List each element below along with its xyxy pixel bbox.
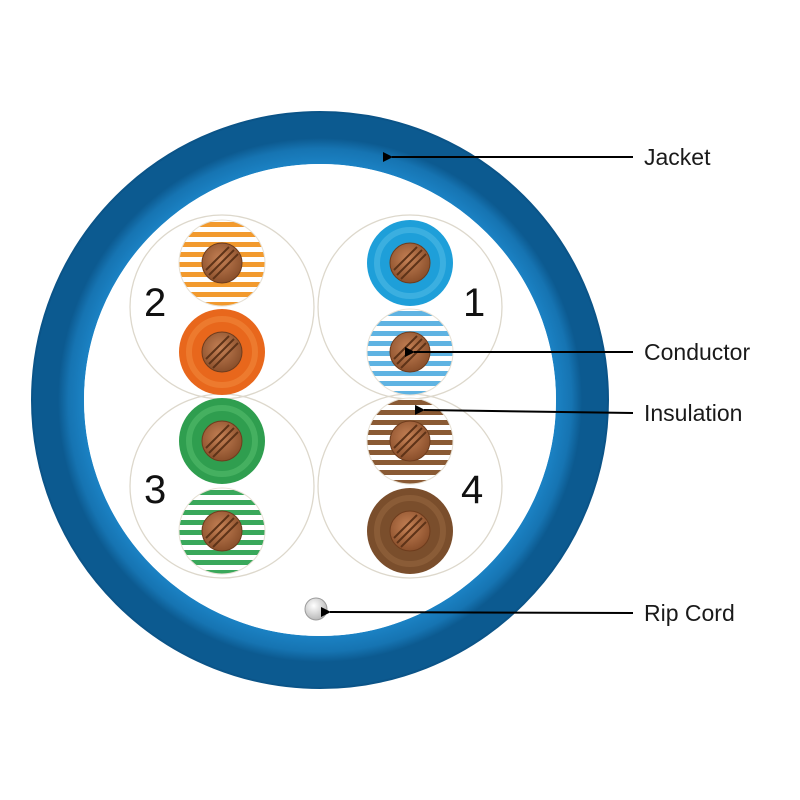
jacket-label: Jacket [644,144,711,170]
wire-brown-solid [367,488,453,574]
wire-orange-solid [179,309,265,395]
wire-green-white-striped [178,487,266,575]
pair-number-2: 2 [144,281,166,325]
wire-blue-solid [367,220,453,306]
wire-green-solid [179,398,265,484]
callout-lines [320,152,634,617]
wire-brown-white-striped [366,397,454,485]
wire-orange-white-striped [178,219,266,307]
insulation-leader [414,404,634,415]
insulation-label: Insulation [644,400,742,426]
pair-number-1: 1 [463,281,485,325]
pair-3 [178,398,266,575]
cable-jacket [32,112,608,688]
conductor-label: Conductor [644,339,750,365]
pair-4 [366,397,454,574]
pair-2 [178,219,266,395]
rip-cord-label: Rip Cord [644,600,735,626]
pair-number-4: 4 [461,468,483,512]
pair-number-3: 3 [144,468,166,512]
rip-cord [304,597,328,621]
rip-cord-leader [320,606,634,617]
cable-interior [84,164,556,636]
